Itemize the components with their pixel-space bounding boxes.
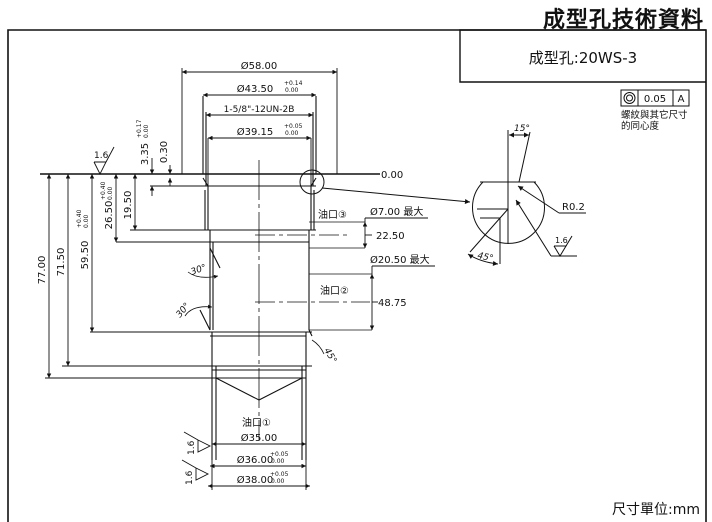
unit-note: 尺寸單位:mm xyxy=(612,502,700,518)
roughness-symbol-bottom-2: 1.6 xyxy=(181,459,210,485)
oil-port-1-label: 油口① xyxy=(242,416,271,429)
dim-d38-tol-upper: +0.05 xyxy=(270,471,289,478)
dim-d43-tol-lower: 0.00 xyxy=(285,87,299,94)
roughness-symbol-bottom-1: 1.6 xyxy=(183,431,212,455)
vertical-dimension-labels: 77.00 71.50 59.50 +0.40 0.00 26.50 +0.40… xyxy=(37,119,403,284)
oil-port-3-label: 油口③ xyxy=(318,208,347,221)
dim-d39: Ø39.15 xyxy=(237,126,274,138)
dim-d35: Ø35.00 xyxy=(241,432,278,444)
oil-port-2-diameter: Ø20.50 最大 xyxy=(370,253,430,266)
dim-d36-tol-upper: +0.05 xyxy=(270,451,289,458)
angle-45-side: 45° xyxy=(321,347,338,366)
dim-d43: Ø43.50 xyxy=(237,83,274,95)
detail-roughness: 1.6 xyxy=(555,236,568,245)
angle-30-lower: 30° xyxy=(175,301,193,320)
drawing-title: 成型孔技術資料 xyxy=(542,8,704,33)
dim-d39-tol-lower: 0.00 xyxy=(285,130,299,137)
dim-030: 0.30 xyxy=(159,141,170,163)
dim-5950-tol-upper: +0.40 xyxy=(76,209,83,228)
oil-port-3-diameter: Ø7.00 最大 xyxy=(370,205,423,218)
datum-label: A xyxy=(678,94,685,105)
horizontal-dimensions xyxy=(181,68,338,490)
detail-labels: 15° 45° R0.2 1.6 xyxy=(476,124,584,264)
tolerance-value: 0.05 xyxy=(644,94,666,105)
detail-callout xyxy=(299,169,471,205)
detail-radius: R0.2 xyxy=(562,202,585,213)
tolerance-note-1: 螺紋與其它尺寸 xyxy=(621,109,688,121)
detail-view xyxy=(467,130,586,266)
dim-77: 77.00 xyxy=(37,256,48,285)
oil-port-3-position: 22.50 xyxy=(376,231,405,242)
concentricity-tolerance-frame: 0.05 A 螺紋與其它尺寸 的同心度 xyxy=(620,89,690,132)
concentricity-icon xyxy=(623,92,636,104)
roughness-symbol-top: 1.6 xyxy=(93,146,115,176)
detail-angle-15: 15° xyxy=(514,124,530,134)
drawing-border xyxy=(7,29,707,522)
oil-port-centerlines xyxy=(255,221,372,331)
dim-5950-tol-lower: 0.00 xyxy=(83,214,90,228)
title-block: 成型孔:20WS-3 xyxy=(459,29,706,83)
dim-zero: 0.00 xyxy=(381,170,403,181)
dim-thread: 1-5/8"-12UN-2B xyxy=(224,105,295,115)
angle-annotations: 30° 30° 45° xyxy=(175,263,338,365)
dim-2650-tol-upper: +0.40 xyxy=(100,181,107,200)
tolerance-note-2: 的同心度 xyxy=(621,120,660,132)
oil-port-2-label: 油口② xyxy=(320,284,349,297)
oil-port-2-position: 48.75 xyxy=(378,298,407,309)
detail-angle-45: 45° xyxy=(476,251,494,264)
dim-2650-tol-lower: 0.00 xyxy=(107,186,114,200)
dim-1950: 19.50 xyxy=(123,191,134,220)
dim-d43-tol-upper: +0.14 xyxy=(284,80,303,87)
dim-335-tol-upper: +0.17 xyxy=(136,119,143,138)
dim-7150: 71.50 xyxy=(56,248,67,277)
port-profile xyxy=(40,96,380,460)
oil-port-labels: 油口③ Ø7.00 最大 22.50 油口② Ø20.50 最大 48.75 油… xyxy=(242,205,430,429)
angle-30-upper: 30° xyxy=(190,263,208,278)
dim-5950: 59.50 xyxy=(80,241,91,270)
roughness-bottom-2-value: 1.6 xyxy=(185,470,195,485)
dim-d39-tol-upper: +0.05 xyxy=(284,123,303,130)
dim-d38: Ø38.00 xyxy=(237,474,274,486)
dim-d36-tol-lower: 0.00 xyxy=(271,458,285,465)
dim-d36: Ø36.00 xyxy=(237,454,274,466)
dim-335-tol-lower: 0.00 xyxy=(143,124,150,138)
dim-d38-tol-lower: 0.00 xyxy=(271,478,285,485)
dim-335: 3.35 xyxy=(140,143,151,165)
horizontal-dimension-labels: Ø58.00 Ø43.50 +0.14 0.00 1-5/8"-12UN-2B … xyxy=(224,60,303,486)
dim-d58: Ø58.00 xyxy=(241,60,278,72)
dim-2650: 26.50 xyxy=(104,201,115,230)
roughness-top-value: 1.6 xyxy=(94,151,109,161)
vertical-dimensions xyxy=(46,158,435,378)
port-type-label: 成型孔:20WS-3 xyxy=(529,49,637,67)
roughness-bottom-1-value: 1.6 xyxy=(187,440,197,455)
